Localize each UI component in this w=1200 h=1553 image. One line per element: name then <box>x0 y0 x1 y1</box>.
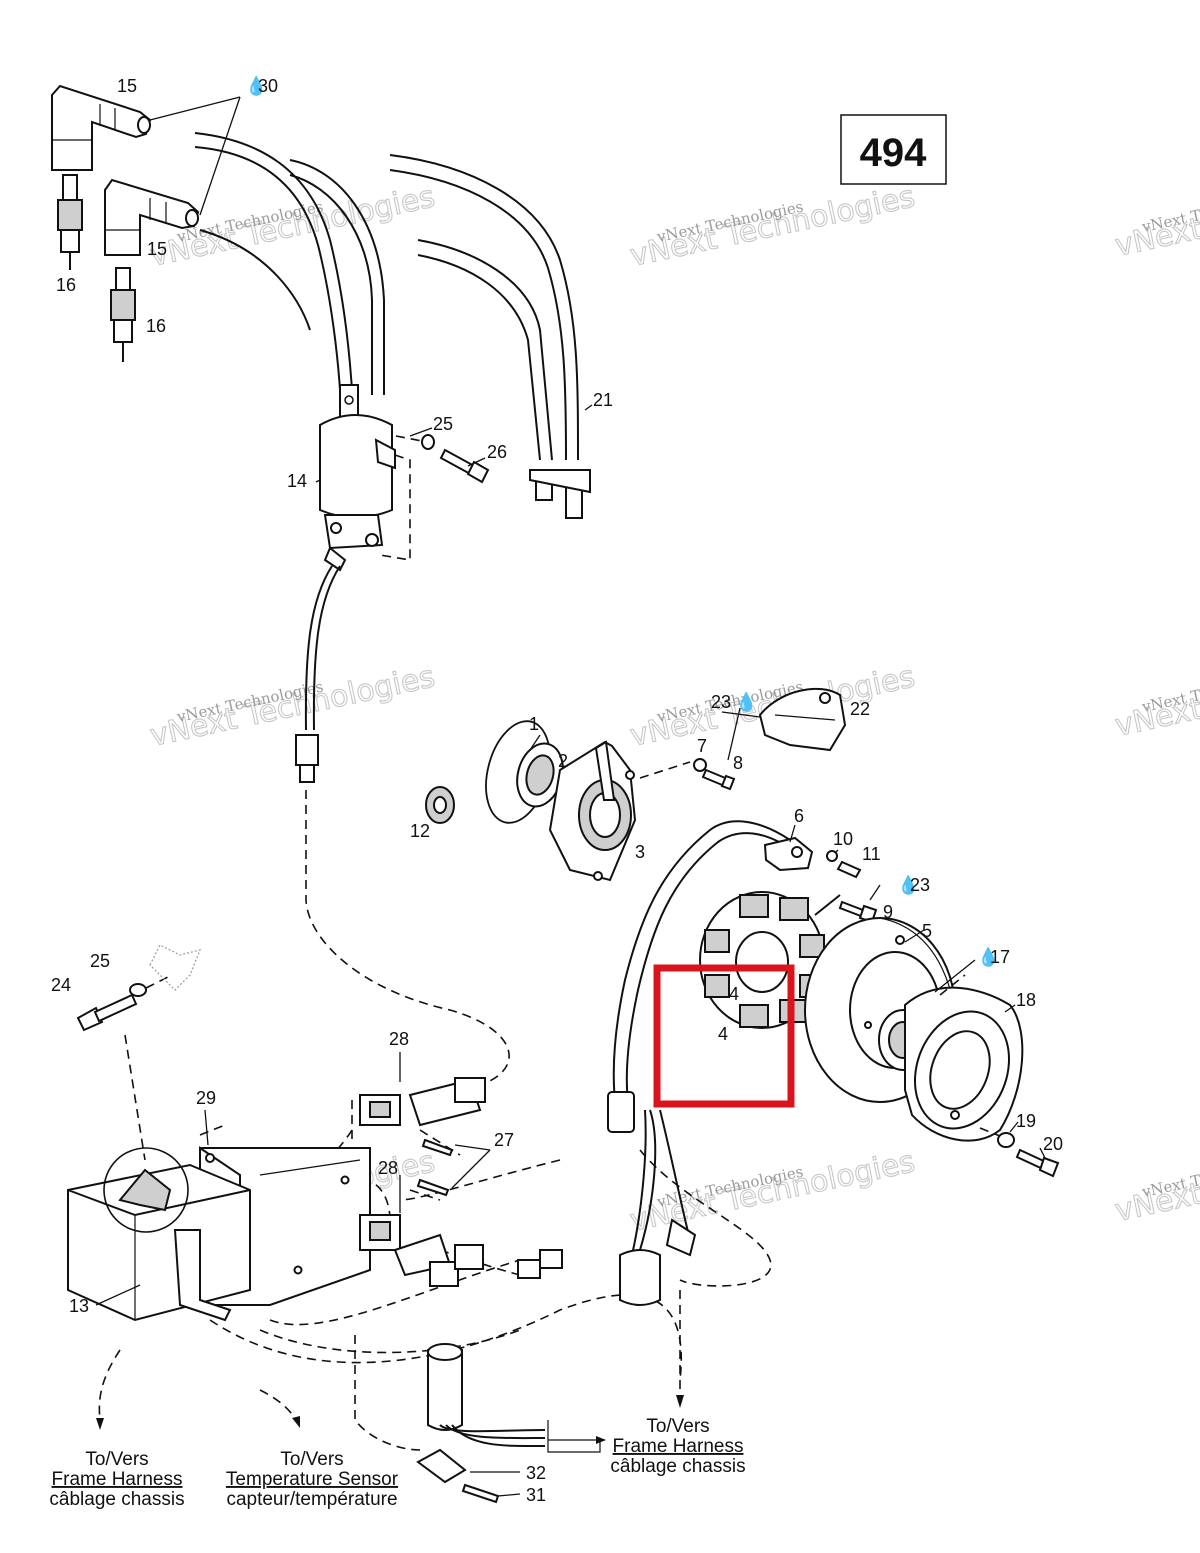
callout-15: 15 <box>117 76 137 96</box>
callout-30: 30 <box>258 76 278 96</box>
callout-numbers: 15 15 16 16 💧 30 21 25 26 14 23 💧 22 1 2… <box>51 75 1063 1505</box>
oil-drop-icon: 💧 <box>897 874 919 895</box>
frame-harness-label: Frame Harness <box>52 1469 183 1490</box>
callout-16: 16 <box>56 275 76 295</box>
temperature-sensor-label: Temperature Sensor <box>226 1469 399 1490</box>
callout-23: 23 <box>910 875 930 895</box>
callout-5: 5 <box>922 921 932 941</box>
callout-8: 8 <box>733 753 743 773</box>
destination-frame-harness-left: To/Vers Frame Harness câblage chassis <box>49 1418 185 1510</box>
callout-15: 15 <box>147 239 167 259</box>
cablage-chassis-label: câblage chassis <box>49 1489 184 1510</box>
callout-10: 10 <box>833 829 853 849</box>
capteur-temperature-label: capteur/température <box>226 1489 397 1510</box>
cdi-module <box>67 1147 251 1322</box>
page-number: 494 <box>860 131 927 175</box>
callout-4: 4 <box>718 1024 728 1044</box>
coil-wire <box>295 565 341 783</box>
seal-and-housing <box>425 720 691 882</box>
callout-7: 7 <box>697 736 707 756</box>
callout-2: 2 <box>558 751 568 771</box>
connectors-27-28 <box>359 1077 563 1287</box>
washer-bolt-19-20 <box>979 1127 1060 1178</box>
callout-12: 12 <box>410 821 430 841</box>
frame-harness-label: Frame Harness <box>613 1436 744 1457</box>
callout-27: 27 <box>494 1130 514 1150</box>
callout-14: 14 <box>287 471 307 491</box>
callout-6: 6 <box>794 806 804 826</box>
callout-25: 25 <box>433 414 453 434</box>
callout-28: 28 <box>378 1158 398 1178</box>
oil-drop-icon: 💧 <box>977 946 999 967</box>
callout-19: 19 <box>1016 1111 1036 1131</box>
spark-plug-caps <box>51 84 200 362</box>
to-vers-label: To/Vers <box>85 1449 148 1470</box>
callout-31: 31 <box>526 1485 546 1505</box>
bolt-24-washer-25 <box>76 944 201 1032</box>
oil-drop-icon: 💧 <box>735 691 757 712</box>
callout-24: 24 <box>51 975 71 995</box>
callout-13: 13 <box>69 1296 89 1316</box>
connector-31-32 <box>416 1343 606 1504</box>
cover-22 <box>721 687 847 752</box>
ignition-coil <box>319 384 411 572</box>
ht-leads <box>194 132 591 519</box>
callout-20: 20 <box>1043 1134 1063 1154</box>
callout-22: 22 <box>850 699 870 719</box>
callout-30-oil-drop: 💧 <box>245 75 267 96</box>
callout-18: 18 <box>1016 990 1036 1010</box>
callout-29: 29 <box>196 1088 216 1108</box>
callout-16: 16 <box>146 316 166 336</box>
callout-28: 28 <box>389 1029 409 1049</box>
callout-32: 32 <box>526 1463 546 1483</box>
stator-harness <box>607 820 796 1306</box>
callout-26: 26 <box>487 442 507 462</box>
callout-21: 21 <box>593 390 613 410</box>
callout-9: 9 <box>883 902 893 922</box>
leader-lines <box>95 96 1046 1306</box>
callout-25: 25 <box>90 951 110 971</box>
cablage-chassis-label: câblage chassis <box>610 1456 745 1477</box>
callout-17: 17 <box>990 947 1010 967</box>
callout-4: 4 <box>729 984 739 1004</box>
callout-11: 11 <box>862 844 881 864</box>
destination-temperature-sensor: To/Vers Temperature Sensor capteur/tempé… <box>226 1416 399 1510</box>
starter-cup <box>904 974 1024 1142</box>
page-number-box: 494 <box>840 114 947 185</box>
callout-1: 1 <box>529 714 539 734</box>
washer-bolt-7-8 <box>693 758 736 791</box>
sensor-6 <box>763 836 862 879</box>
callout-23: 23 <box>711 692 731 712</box>
highlight-box <box>653 964 795 1108</box>
to-vers-label: To/Vers <box>280 1449 343 1470</box>
destination-frame-harness-right: To/Vers Frame Harness câblage chassis <box>610 1395 746 1477</box>
to-vers-label: To/Vers <box>646 1416 709 1437</box>
callout-3: 3 <box>635 842 645 862</box>
washer-bolt-25-26 <box>395 434 490 484</box>
